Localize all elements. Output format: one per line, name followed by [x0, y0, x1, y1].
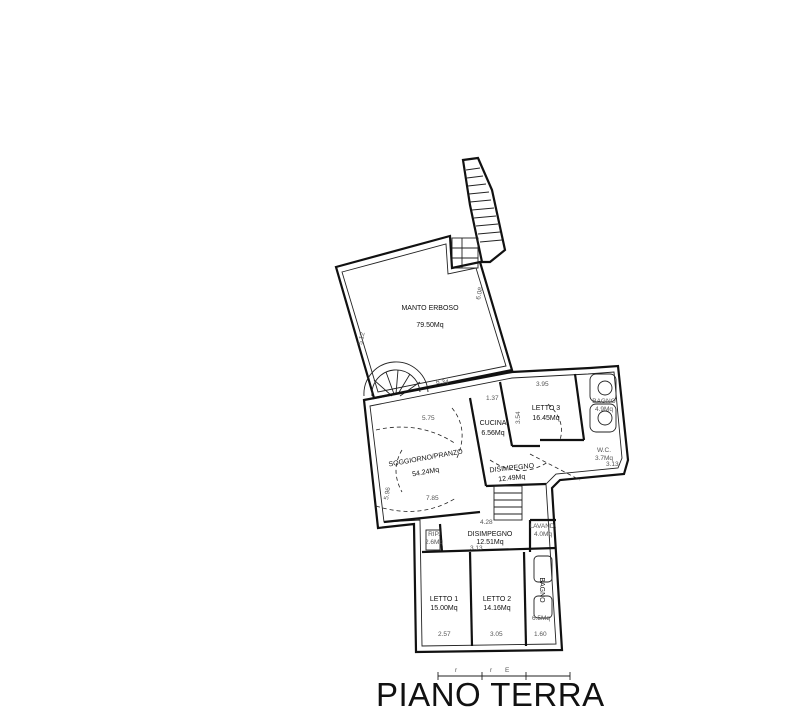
room-area-letto1: 15.00Mq — [430, 605, 457, 612]
room-area-disimpegno-1: 12.49Mq — [498, 474, 526, 484]
room-area-ripostiglio: 2.6Mq — [425, 539, 443, 546]
room-name-wc: W.C. — [597, 447, 611, 454]
external-staircase — [451, 156, 507, 269]
room-name-manto-erboso: MANTO ERBOSO — [401, 305, 459, 312]
scale-mark: E — [505, 667, 510, 674]
room-name-letto3: LETTO 3 — [532, 405, 560, 412]
dimension-label: 3.13 — [470, 545, 483, 552]
room-labels: SOGGIORNO/PRANZO 54.24Mq CUCINA 6.56Mq L… — [388, 398, 616, 622]
room-area-wc: 3.7Mq — [595, 455, 613, 462]
scale-mark: r — [490, 667, 493, 674]
room-name-letto1: LETTO 1 — [430, 596, 458, 603]
room-name-lavanderia: LAVAND. — [530, 523, 557, 530]
dimension-label: 3.05 — [490, 631, 503, 638]
scale-bar: r r E — [437, 667, 571, 680]
dimension-label: 6.34 — [436, 379, 449, 386]
room-area-soggiorno: 54.24Mq — [412, 467, 440, 479]
dimension-label: 3.95 — [536, 381, 549, 388]
scale-mark: r — [455, 667, 458, 674]
dimension-label: 3.54 — [515, 411, 522, 424]
room-area-manto-erboso: 79.50Mq — [416, 322, 443, 329]
room-area-bagno-2: 4.9Mq — [595, 406, 613, 413]
dimension-label: 1.37 — [486, 395, 499, 402]
room-name-ripostiglio: RIP. — [428, 531, 440, 538]
dimension-label: 5.75 — [422, 415, 435, 422]
room-area-cucina: 6.56Mq — [481, 430, 504, 437]
room-name-soggiorno: SOGGIORNO/PRANZO — [388, 448, 464, 468]
room-area-disimpegno-2: 12.51Mq — [476, 539, 503, 546]
dimension-label: 7.85 — [426, 495, 439, 502]
dimension-label: 1.60 — [534, 631, 547, 638]
floor-title: PIANO TERRA — [376, 676, 605, 713]
room-name-bagno: BAGNO — [538, 577, 545, 603]
room-name-disimpegno-2: DISIMPEGNO — [468, 531, 513, 538]
room-name-cucina: CUCINA — [480, 420, 507, 427]
dimension-label: 4.28 — [480, 519, 493, 526]
room-area-letto3: 16.45Mq — [532, 415, 559, 422]
dimension-label: 5.12 — [357, 331, 367, 345]
dimension-labels: 6.34 3.95 5.75 1.37 3.54 5.96 7.85 4.28 … — [383, 379, 619, 638]
room-name-bagno-2: BAGNO — [592, 398, 615, 405]
garden-area: MANTO ERBOSO 79.50Mq 6.08 5.12 — [334, 234, 514, 400]
room-name-letto2: LETTO 2 — [483, 596, 511, 603]
dimension-label: 2.57 — [438, 631, 451, 638]
room-name-disimpegno-1: DISIMPEGNO — [489, 463, 535, 475]
room-area-bagno: 6.5Mq — [532, 615, 550, 622]
dimension-label: 3.13 — [606, 461, 619, 468]
room-area-letto2: 14.16Mq — [483, 605, 510, 612]
dimension-label: 5.96 — [383, 486, 392, 500]
dimension-label: 6.08 — [475, 286, 485, 300]
house-walls — [362, 364, 630, 654]
room-area-lavanderia: 4.0Mq — [534, 531, 552, 538]
